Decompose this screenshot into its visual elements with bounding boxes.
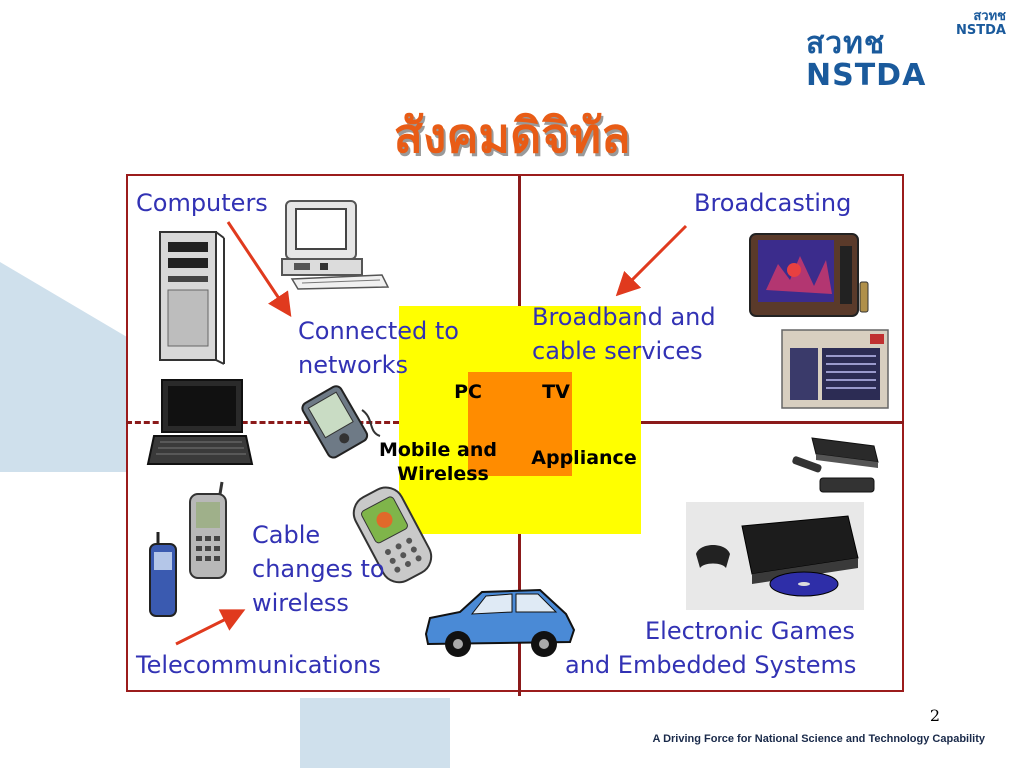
tower-pc-icon xyxy=(159,231,225,365)
logo-small-text: สวทช NSTDA xyxy=(956,10,1006,38)
note-connected-to-networks-line2: networks xyxy=(298,351,408,379)
horizontal-divider-right xyxy=(641,421,904,424)
logo-small-latin: NSTDA xyxy=(956,23,1006,38)
label-electronic-games-line2: and Embedded Systems xyxy=(565,651,857,679)
core-inner-square xyxy=(468,372,572,476)
logo-main-text: สวทช NSTDA xyxy=(806,26,927,93)
logo-small-thai: สวทช xyxy=(973,9,1006,24)
mobile-phone-icon xyxy=(149,481,227,617)
note-cable-wireless-line2: changes to xyxy=(252,555,385,583)
label-electronic-games-line1: Electronic Games xyxy=(645,617,855,645)
slide-title: สังคมดิจิทัล xyxy=(393,108,631,164)
game-console-icon xyxy=(686,502,864,610)
note-broadband-line1: Broadband and xyxy=(532,303,716,331)
set-top-box-icon xyxy=(792,437,879,493)
core-label-pc: PC xyxy=(454,381,482,403)
horizontal-divider-left xyxy=(126,421,399,424)
nstda-logo: สวทช NSTDA สวทช NSTDA xyxy=(806,8,1006,92)
car-icon xyxy=(424,588,576,657)
handheld-device-icon xyxy=(352,486,433,584)
core-label-appliance: Appliance xyxy=(531,447,637,469)
note-cable-wireless-line3: wireless xyxy=(252,589,349,617)
laptop-icon xyxy=(146,379,254,465)
note-broadband-line2: cable services xyxy=(532,337,703,365)
arrow-computers xyxy=(226,221,292,317)
core-label-mobile-line1: Mobile and xyxy=(378,439,498,461)
footer-tagline: A Driving Force for National Science and… xyxy=(652,733,985,745)
core-label-tv: TV xyxy=(542,381,570,403)
label-computers: Computers xyxy=(136,189,268,217)
arrow-telecommunications xyxy=(175,609,246,646)
television-icon xyxy=(749,233,869,317)
vertical-divider-top xyxy=(518,176,521,306)
note-connected-to-networks-line1: Connected to xyxy=(298,317,459,345)
desktop-computer-icon xyxy=(281,200,390,290)
pda-icon xyxy=(301,385,381,459)
page-number: 2 xyxy=(929,706,940,725)
note-cable-wireless-line1: Cable xyxy=(252,521,321,549)
background-block xyxy=(300,698,450,768)
label-broadcasting: Broadcasting xyxy=(694,189,852,217)
label-telecommunications: Telecommunications xyxy=(136,651,381,679)
core-label-mobile-line2: Wireless xyxy=(397,463,489,485)
arrow-broadcasting xyxy=(615,224,688,297)
cable-guide-icon xyxy=(781,329,889,409)
